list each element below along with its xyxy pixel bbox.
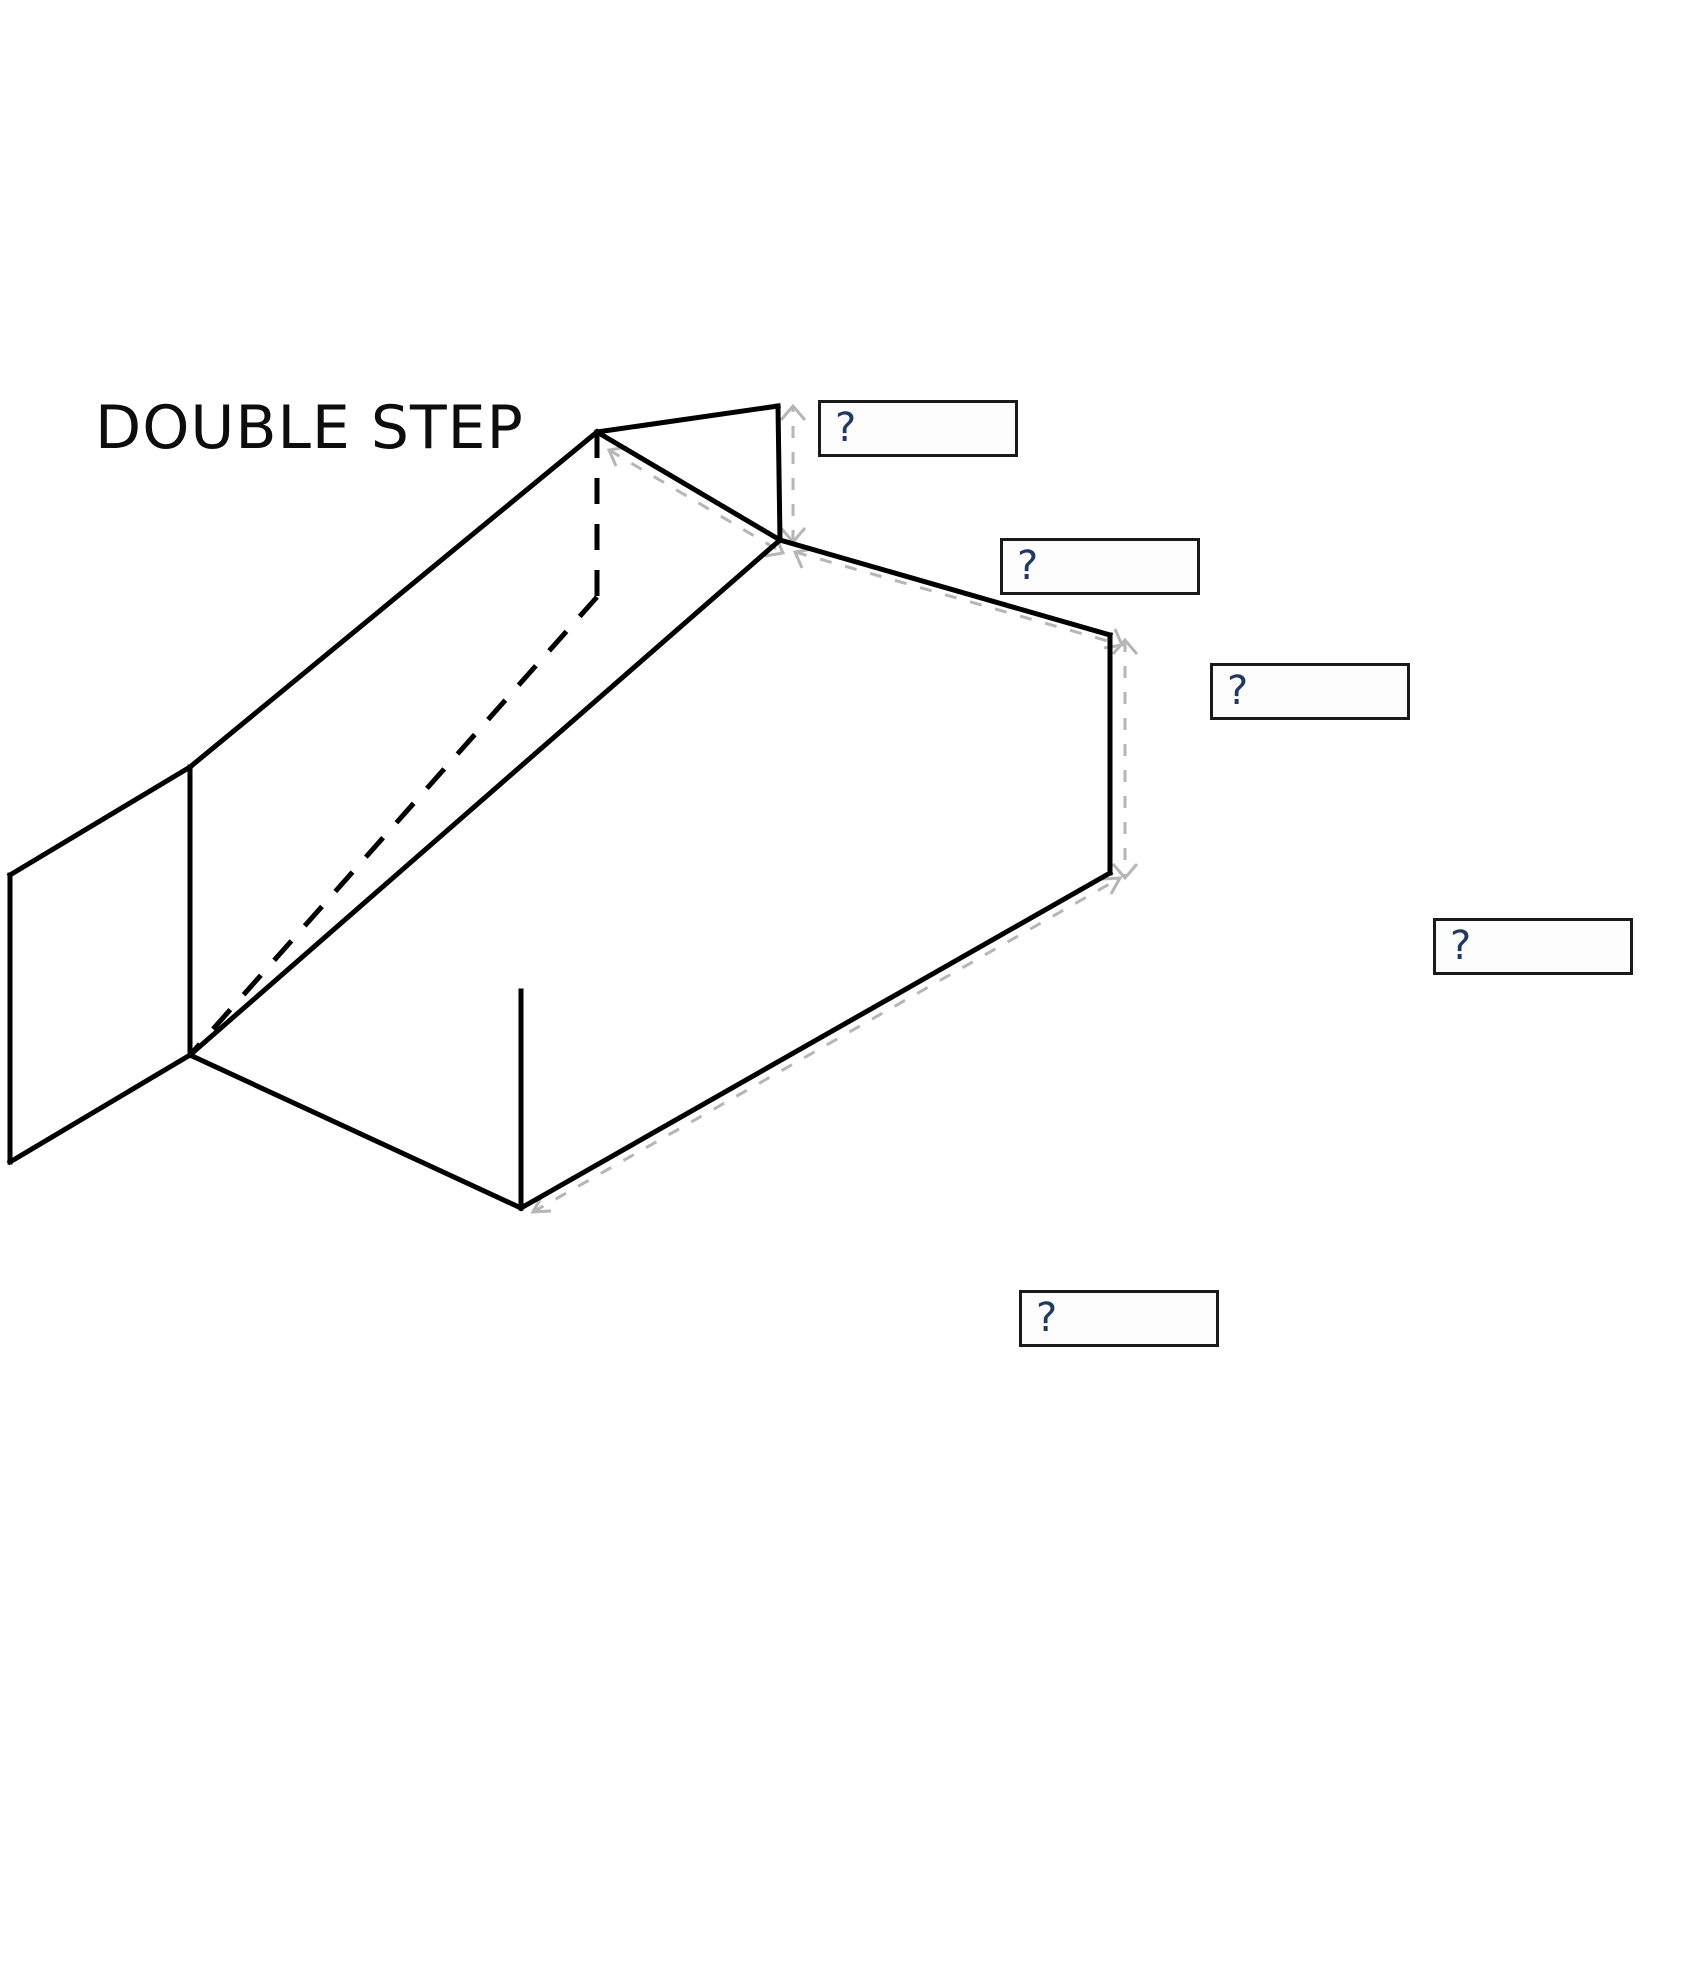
dimension-arrow-top-face-width	[606, 445, 786, 558]
solid-edges	[6, 403, 1114, 1212]
dimension-arrow-upper-step-height	[779, 403, 807, 545]
answer-box-lower-height[interactable]: ?	[1433, 918, 1633, 975]
question-mark-icon: ?	[1450, 922, 1472, 969]
page-title: DOUBLE STEP	[95, 393, 524, 463]
answer-box-top-width[interactable]: ?	[818, 400, 1018, 457]
answer-box-lower-width[interactable]: ?	[1210, 663, 1410, 720]
dimension-arrow-lower-step-height	[1111, 637, 1139, 881]
hidden-edges	[188, 432, 600, 1057]
question-mark-icon: ?	[835, 404, 857, 451]
answer-box-base-length[interactable]: ?	[1019, 1290, 1219, 1347]
dimension-arrow-base-length	[530, 876, 1123, 1214]
question-mark-icon: ?	[1227, 667, 1249, 714]
question-mark-icon: ?	[1017, 542, 1039, 589]
question-mark-icon: ?	[1036, 1294, 1058, 1341]
answer-box-upper-height[interactable]: ?	[1000, 538, 1200, 595]
